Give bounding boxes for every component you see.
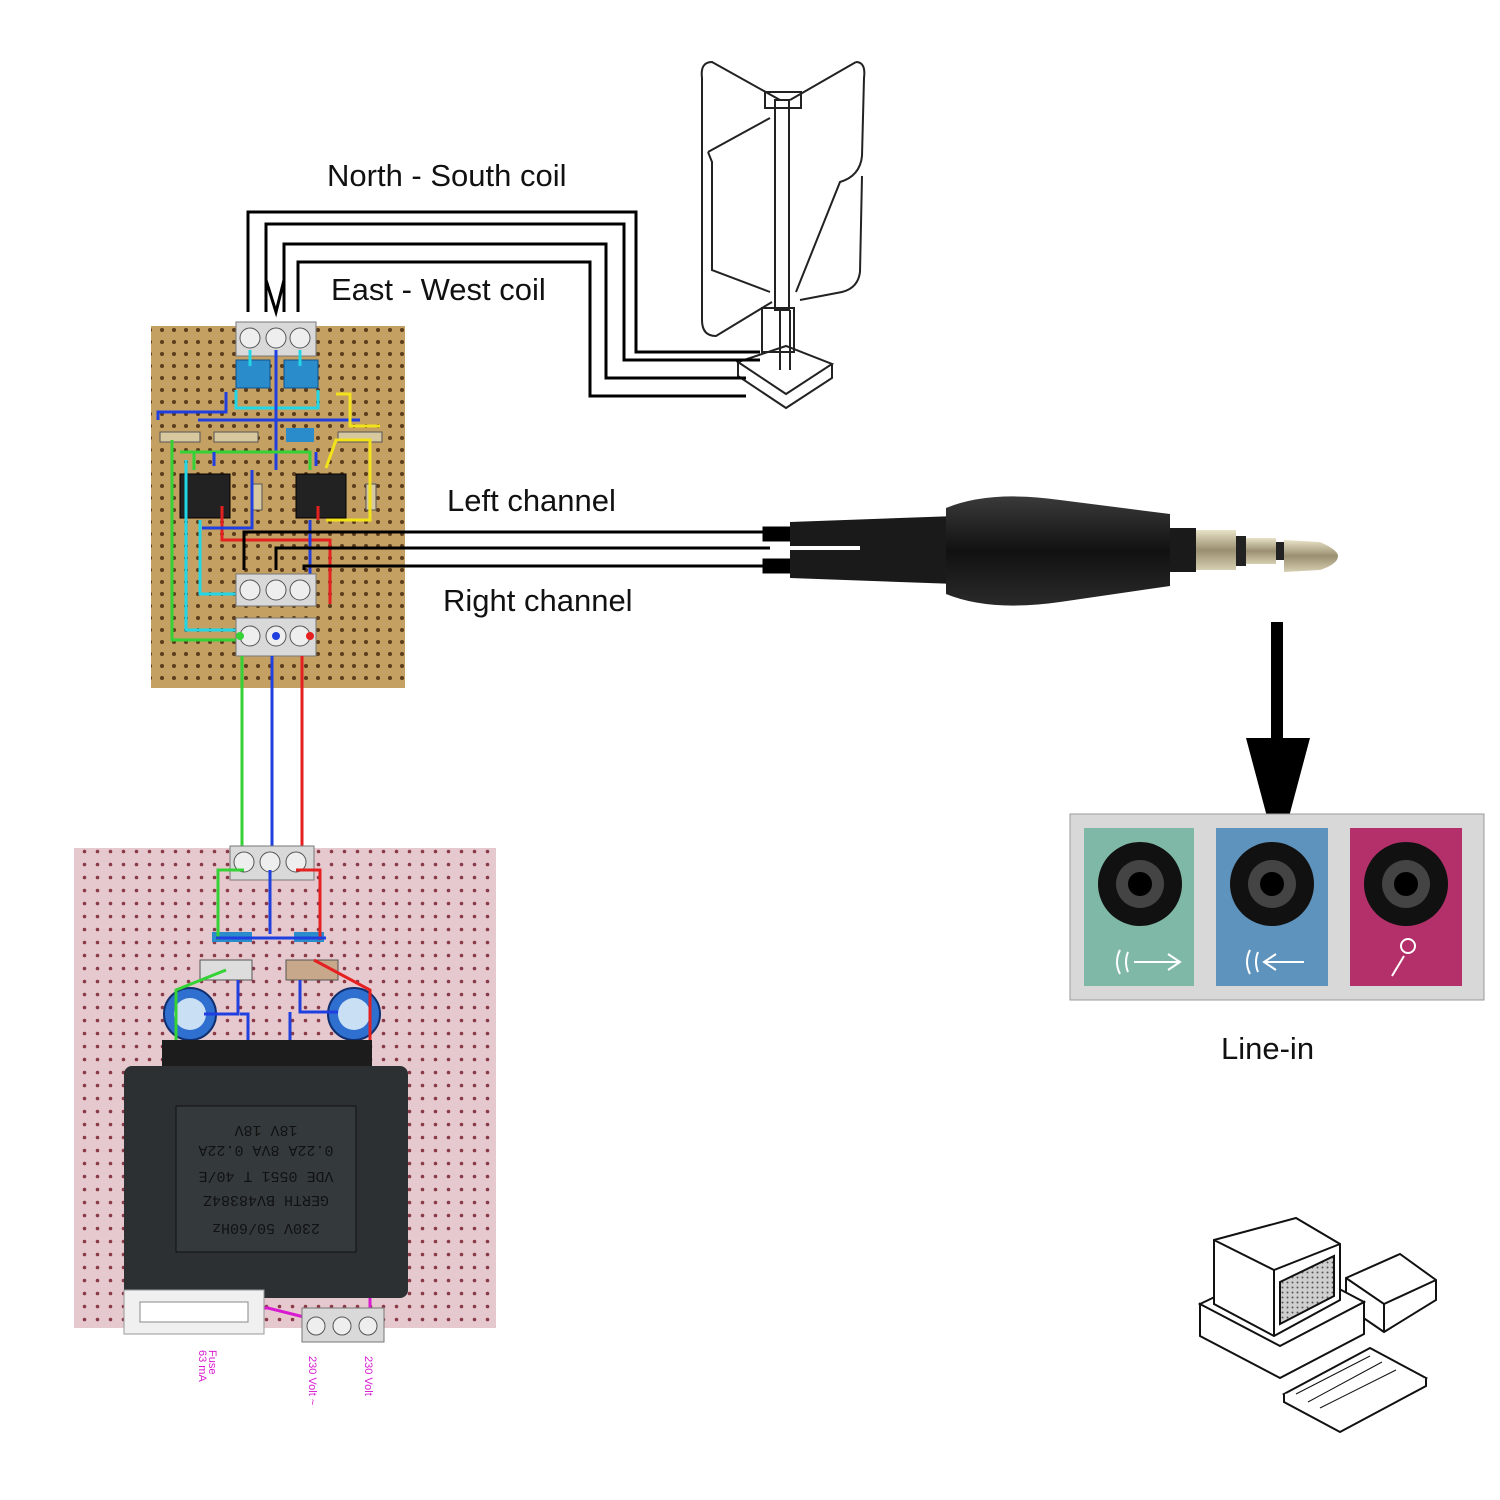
signal-wires <box>242 526 796 574</box>
mains-1-label: 230 Volt ~ <box>306 1356 318 1406</box>
power-supply-board: 230V 50/60Hz GERTH BV48384Z VDE 0551 T 4… <box>74 845 496 1343</box>
antenna-icon <box>700 60 866 410</box>
audio-jacks-icon <box>1069 813 1485 1001</box>
transformer-line1: 230V 50/60Hz <box>212 1219 320 1236</box>
transformer-line3: VDE 0551 T 40/E <box>198 1167 333 1184</box>
left-channel-label: Left channel <box>447 483 616 518</box>
power-wires <box>240 656 304 852</box>
transformer-line5: 18V 18V <box>234 1121 297 1138</box>
arrow-down-icon <box>1246 622 1310 858</box>
receiver-board <box>151 321 405 688</box>
east-west-coil-label: East - West coil <box>331 272 546 307</box>
coil-wires <box>246 210 760 398</box>
right-channel-label: Right channel <box>443 583 633 618</box>
transformer-line4: 0.22A 8VA 0.22A <box>198 1141 333 1158</box>
mains-2-label: 230 Volt <box>362 1356 374 1396</box>
transformer-line2: GERTH BV48384Z <box>203 1191 329 1208</box>
audio-plug-icon <box>790 496 1338 606</box>
line-in-label: Line-in <box>1221 1031 1315 1066</box>
computer-icon <box>1197 1216 1437 1434</box>
fuse-rating-label: 63 mA <box>196 1350 208 1382</box>
north-south-coil-label: North - South coil <box>327 158 567 193</box>
